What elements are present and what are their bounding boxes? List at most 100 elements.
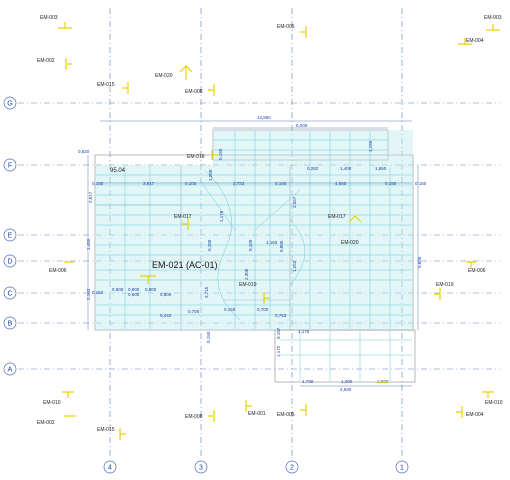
dim-2163: 2,163	[86, 288, 91, 300]
dimension-lines	[87, 120, 419, 387]
grid-bubbles: G F E D C B A 4 3 2 1	[3, 96, 409, 474]
grid-label-3: 3	[199, 465, 203, 472]
dim-3733: 3,733	[233, 181, 245, 186]
marker-em016	[211, 150, 218, 160]
dim-1252: 1,252	[292, 260, 297, 272]
dim-3557: 3,557	[292, 196, 297, 208]
dim-12860: 12,860	[257, 115, 271, 120]
marker-em015-t	[122, 82, 129, 94]
elevation-label: 95.04	[110, 168, 126, 174]
tag-em010-right: EM-010	[485, 400, 503, 406]
grid-bubble-f	[3, 158, 17, 172]
ceiling-area-east	[213, 130, 413, 330]
dim-0700a: 0,700	[257, 307, 269, 312]
dim-0150f: 0,150	[415, 181, 427, 186]
dim-0800b: 0,800	[145, 287, 157, 292]
marker-em015-b	[119, 428, 126, 440]
grid-bubble-3	[194, 460, 208, 474]
tag-em006-left: EM-006	[49, 268, 67, 274]
dim-3715: 3,715	[204, 286, 209, 298]
dim-2617: 2,617	[88, 191, 93, 203]
tag-em015-bottom: EM-015	[97, 427, 115, 433]
tag-em015-top: EM-015	[97, 82, 115, 88]
grid-label-c: C	[7, 291, 12, 298]
marker-em008-t	[208, 84, 215, 96]
tag-em003-right: EM-003	[484, 15, 502, 21]
grid-label-4: 4	[108, 465, 112, 472]
marker-em019-r	[434, 288, 441, 300]
lower-wing-wall	[274, 329, 416, 383]
dim-6000: 6,000	[296, 123, 308, 128]
marker-em020-t	[179, 65, 193, 80]
tag-em019-right: EM-019	[436, 282, 454, 288]
marker-em002-l	[65, 58, 72, 70]
tag-em016: EM-016	[187, 154, 205, 160]
dim-0820: 0,820	[78, 149, 90, 154]
marker-em019-c	[263, 292, 270, 304]
curved-duct-1	[204, 169, 241, 321]
dim-0157: 0,157	[276, 327, 281, 339]
tag-em008-top: EM-008	[185, 89, 203, 95]
dim-0282: 0,282	[307, 166, 319, 171]
grid-bubble-e	[3, 228, 17, 242]
dim-1178b: 1,178	[298, 329, 310, 334]
diagonal-duct	[199, 179, 301, 231]
dim-1450: 1,450	[86, 238, 91, 250]
grid-label-f: F	[8, 163, 12, 170]
dim-1730: 1,730	[302, 379, 314, 384]
dim-0100d: 0,100	[248, 239, 253, 251]
dim-0100a: 0,100	[185, 181, 197, 186]
dim-0600b: 0,600	[128, 292, 140, 297]
grid-label-g: G	[7, 101, 12, 108]
dim-0150b: 0,150	[385, 181, 397, 186]
marker-em017-l	[182, 218, 189, 230]
grid-bubble-1	[395, 460, 409, 474]
grid-bubble-b	[3, 316, 17, 330]
dim-0800a: 0,800	[128, 287, 140, 292]
dim-2305: 2,305	[244, 268, 249, 280]
dim-4930: 4,930	[340, 387, 352, 392]
grid-label-1: 1	[400, 465, 404, 472]
marker-em004-b	[456, 406, 463, 418]
dim-3617: 3,617	[143, 181, 155, 186]
dim-1172: 1,172	[276, 345, 281, 357]
tag-em019-center: EM-019	[239, 282, 257, 288]
dim-0150g: 0,150	[218, 148, 223, 160]
grid-lines	[18, 8, 500, 458]
tag-em001-bottom: EM-001	[248, 411, 266, 417]
grid-label-b: B	[8, 321, 13, 328]
marker-em001-b	[245, 400, 252, 412]
marker-em005-b	[300, 404, 307, 416]
marker-em004-tr	[458, 38, 472, 45]
tag-em008-bottom: EM-008	[185, 414, 203, 420]
marker-em010-r	[482, 391, 494, 398]
grid-label-e: E	[8, 233, 13, 240]
dim-0150d: 0,150	[224, 307, 236, 312]
dim-1400b: 1,400	[341, 379, 353, 384]
tag-em002-bottom: EM-002	[37, 420, 55, 426]
tag-em010-left: EM-010	[43, 400, 61, 406]
dim-0100c: 0,100	[207, 239, 212, 251]
dim-1650: 1,650	[375, 166, 387, 171]
ceiling-grid	[95, 130, 413, 381]
dim-1150: 1,150	[368, 140, 373, 152]
grid-label-2: 2	[290, 465, 294, 472]
marker-em005-t	[300, 26, 307, 38]
tag-em017-right: EM-017	[328, 214, 346, 220]
tag-em005-bottom: EM-005	[277, 412, 295, 418]
tag-em003-left: EM-003	[40, 15, 58, 21]
grid-bubble-2	[285, 460, 299, 474]
tag-em004-bottom: EM-004	[466, 412, 484, 418]
tag-em020-right: EM-020	[341, 240, 359, 246]
dim-0150e: 0,150	[206, 331, 211, 343]
marker-em008-b	[208, 410, 215, 422]
upper-wing-wall	[212, 129, 389, 161]
grid-bubble-a	[3, 362, 17, 376]
dim-4650: 4,650	[335, 181, 347, 186]
equipment-tags: EM-003 EM-005 EM-003 EM-004 EM-002 EM-01…	[37, 15, 503, 433]
marker-em010-l	[62, 391, 74, 398]
dim-0800c-top: 0,800	[160, 292, 172, 297]
dim-9600: 9,600	[417, 256, 422, 268]
ceiling-area-west	[95, 165, 213, 330]
